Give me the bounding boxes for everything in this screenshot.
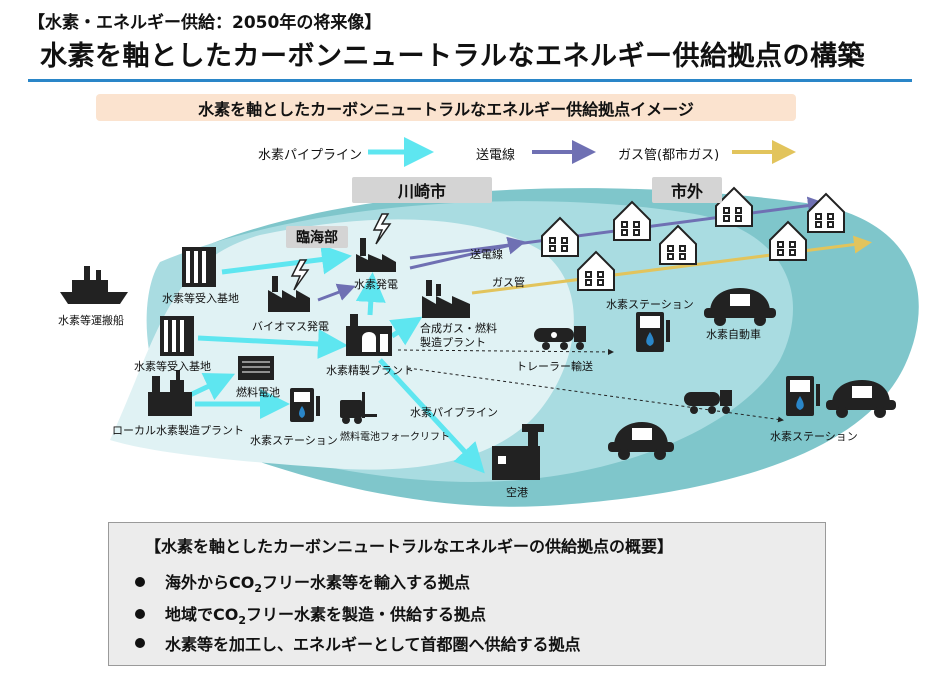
house-icon xyxy=(769,220,807,261)
forklift-label: 燃料電池フォークリフト xyxy=(340,432,450,443)
synth-gas-label: 合成ガス・燃料 製造プラント xyxy=(420,322,497,349)
region-coastal-label: 臨海部 xyxy=(296,230,338,246)
summary-bullet: 水素等を加工し、エネルギーとして首都圏へ供給する拠点 xyxy=(135,631,581,655)
station-local-label: 水素ステーション xyxy=(250,434,338,447)
ship-icon xyxy=(60,266,128,304)
terminal-1-icon xyxy=(182,247,216,287)
ship-label: 水素等運搬船 xyxy=(58,314,124,327)
house-icon xyxy=(577,250,615,291)
bullet-dot-icon xyxy=(135,638,145,648)
summary-bullet: 海外からCO2フリー水素等を輸入する拠点 xyxy=(135,569,470,595)
house-icon xyxy=(807,192,845,233)
synth-gas-icon xyxy=(422,280,470,318)
trailer-icon xyxy=(534,326,586,350)
fuel-cell-label: 燃料電池 xyxy=(236,386,280,399)
station-mid-label: 水素ステーション xyxy=(606,298,694,311)
power-line-label: 送電線 xyxy=(470,248,503,261)
station-local-icon xyxy=(290,388,320,422)
house-icon xyxy=(541,216,579,257)
forklift-icon xyxy=(340,392,377,424)
region-outside: 市外 xyxy=(652,177,722,203)
pipeline-flows xyxy=(188,244,485,474)
fuel-cell-icon xyxy=(238,356,274,380)
biomass-label: バイオマス発電 xyxy=(252,320,329,333)
local-plant-icon xyxy=(148,370,192,416)
diagram-subtitle: 水素を軸としたカーボンニュートラルなエネルギー供給拠点イメージ xyxy=(96,94,796,121)
region-kawasaki: 川崎市 xyxy=(352,177,492,203)
biomass-icon xyxy=(268,259,310,312)
terminal-1-label: 水素等受入基地 xyxy=(162,292,239,305)
legend-power-label: 送電線 xyxy=(476,148,516,163)
far-trailer-icon xyxy=(684,390,732,414)
refinery-label: 水素精製プラント xyxy=(326,364,414,377)
local-plant-label: ローカル水素製造プラント xyxy=(112,424,244,437)
fcv-icon xyxy=(704,288,776,326)
summary-box: 【水素を軸としたカーボンニュートラルなエネルギーの供給拠点の概要】 海外からCO… xyxy=(108,522,826,666)
bullet-text: 水素等を加工し、エネルギーとして首都圏へ供給する拠点 xyxy=(165,635,581,654)
station-far-label: 水素ステーション xyxy=(770,430,858,443)
house-icon xyxy=(613,200,651,241)
gas-pipe-label: ガス管 xyxy=(492,276,525,289)
region-coastal: 臨海部 xyxy=(286,226,348,248)
region-outside-label: 市外 xyxy=(670,182,703,201)
trailer-route-2 xyxy=(407,367,784,423)
summary-bullet: 地域でCO2フリー水素を製造・供給する拠点 xyxy=(135,601,486,627)
pipeline-label: 水素パイプライン xyxy=(410,406,498,419)
region-kawasaki-label: 川崎市 xyxy=(397,182,446,201)
refinery-icon xyxy=(346,314,392,356)
fcv-far-icon xyxy=(826,380,896,418)
house-icon xyxy=(715,186,753,227)
station-far-icon xyxy=(786,376,820,416)
houses xyxy=(541,186,845,291)
station-mid-icon xyxy=(636,312,670,352)
summary-title: 【水素を軸としたカーボンニュートラルなエネルギーの供給拠点の概要】 xyxy=(145,537,674,556)
diagram-subtitle-text: 水素を軸としたカーボンニュートラルなエネルギー供給拠点イメージ xyxy=(198,99,694,119)
house-icon xyxy=(659,224,697,265)
h2-power-label: 水素発電 xyxy=(354,278,398,291)
fcv-airport-icon xyxy=(608,422,674,460)
fcv-label: 水素自動車 xyxy=(706,328,761,341)
h2-power-icon xyxy=(356,213,396,272)
trailer-label: トレーラー輸送 xyxy=(516,360,593,373)
kicker: 【水素・エネルギー供給：2050年の将来像】 xyxy=(28,13,382,33)
energy-diagram xyxy=(60,137,919,507)
terminal-2-label: 水素等受入基地 xyxy=(134,360,211,373)
biomass-to-power xyxy=(317,283,356,302)
title-rule xyxy=(28,79,912,82)
airport-icon xyxy=(492,424,544,480)
legend-gas-label: ガス管(都市ガス) xyxy=(618,148,720,163)
airport-label: 空港 xyxy=(506,486,528,499)
legend-pipeline-label: 水素パイプライン xyxy=(258,148,363,163)
terminal-2-icon xyxy=(160,316,194,356)
bullet-dot-icon xyxy=(135,577,145,588)
page-title: 水素を軸としたカーボンニュートラルなエネルギー供給拠点の構築 xyxy=(40,41,865,72)
bullet-dot-icon xyxy=(135,609,145,620)
bullet-text: 海外からCO2フリー水素等を輸入する拠点 xyxy=(165,573,471,596)
bullet-text: 地域でCO2フリー水素を製造・供給する拠点 xyxy=(165,605,487,628)
